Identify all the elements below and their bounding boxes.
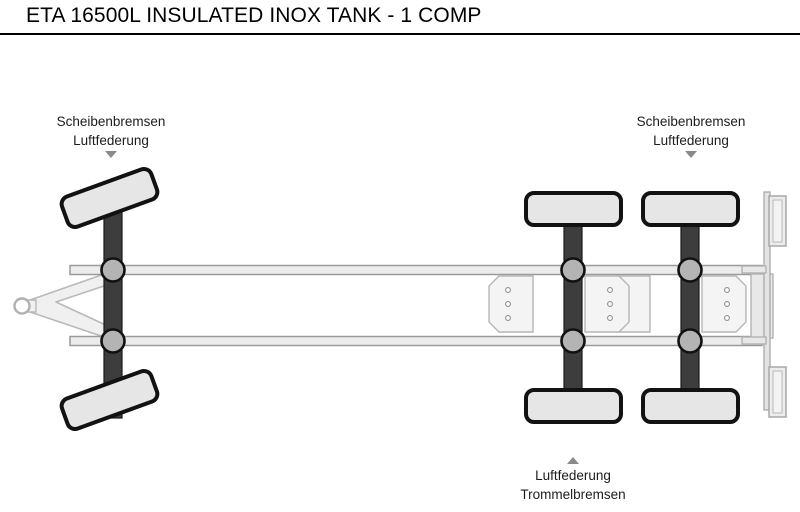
frame-gusset-plate	[488, 275, 534, 333]
wheel	[524, 191, 623, 227]
front-axle-annotation-line2: Luftfederung	[73, 133, 149, 148]
bottom-axle-annotation: Luftfederung Trommelbremsen	[473, 456, 673, 504]
rear-axle-annotation-line2: Luftfederung	[653, 133, 729, 148]
wheel	[59, 166, 160, 230]
suspension-hub	[677, 257, 703, 283]
wheel	[524, 388, 623, 424]
rear-light-box	[768, 195, 787, 247]
triangle-down-icon	[105, 151, 117, 158]
triangle-down-icon	[685, 151, 697, 158]
header: ETA 16500L INSULATED INOX TANK - 1 COMP	[0, 0, 800, 35]
frame-gusset-plate	[701, 275, 747, 333]
triangle-up-icon	[567, 457, 579, 464]
bottom-axle-annotation-line1: Luftfederung	[535, 468, 611, 483]
rear-light-box	[768, 366, 787, 418]
suspension-hub	[560, 328, 586, 354]
title-divider	[0, 33, 800, 35]
rear-axle-annotation-line1: Scheibenbremsen	[636, 114, 746, 129]
trailer-schematic	[0, 34, 800, 512]
rear-bumper-lights	[741, 191, 787, 418]
front-axle-annotation: Scheibenbremsen Luftfederung	[11, 112, 211, 158]
wheel	[641, 191, 740, 227]
bottom-axle-annotation-line2: Trommelbremsen	[520, 487, 626, 502]
wheel	[641, 388, 740, 424]
drawbar-towing-eye	[13, 271, 111, 340]
rear-axle-annotation: Scheibenbremsen Luftfederung	[591, 112, 791, 158]
front-steered-axle	[59, 166, 160, 432]
suspension-hub	[100, 257, 126, 283]
rear-axle-1	[524, 191, 623, 424]
wheel	[59, 368, 160, 432]
frame-gusset-plate	[584, 275, 630, 333]
chassis-frame	[69, 264, 763, 347]
page-title: ETA 16500L INSULATED INOX TANK - 1 COMP	[26, 4, 482, 27]
rear-axle-2	[641, 191, 740, 424]
front-axle-annotation-line1: Scheibenbremsen	[56, 114, 166, 129]
suspension-hub	[100, 328, 126, 354]
suspension-hub	[560, 257, 586, 283]
suspension-hub	[677, 328, 703, 354]
